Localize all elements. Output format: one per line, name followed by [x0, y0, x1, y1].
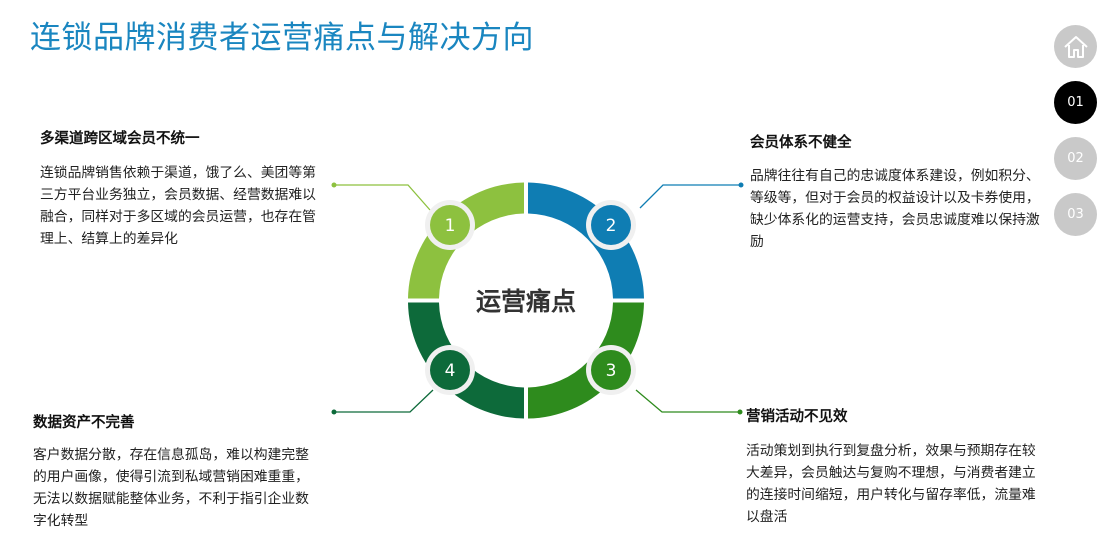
node-4: 4 — [425, 345, 475, 395]
node-2: 2 — [586, 200, 636, 250]
pain-point-1-heading: 多渠道跨区域会员不统一 — [40, 131, 200, 147]
pain-point-4: 数据资产不完善 客户数据分散，存在信息孤岛，难以构建完整的用户画像，使得引流到私… — [33, 411, 313, 532]
ring-segment-1 — [408, 182, 524, 299]
pain-point-1-body: 连锁品牌销售依赖于渠道，饿了么、美团等第三方平台业务独立，会员数据、经营数据难以… — [40, 165, 316, 247]
node-1: 1 — [425, 200, 475, 250]
connector-line-1 — [334, 184, 431, 211]
pain-point-4-body: 客户数据分散，存在信息孤岛，难以构建完整的用户画像，使得引流到私域营销困难重重，… — [33, 447, 309, 529]
connector-dot-3 — [737, 409, 743, 415]
pain-point-2: 会员体系不健全 品牌往往有自己的忠诚度体系建设，例如积分、等级等，但对于会员的权… — [750, 131, 1045, 253]
connector-line-2 — [639, 184, 741, 209]
connector-dot-2 — [738, 182, 744, 188]
ring-segment-3 — [528, 302, 644, 419]
pain-point-3-heading: 营销活动不见效 — [746, 409, 848, 425]
nav-page-01[interactable]: 01 — [1054, 81, 1097, 124]
home-icon — [1063, 35, 1088, 58]
home-button[interactable] — [1054, 25, 1097, 68]
pain-point-1: 多渠道跨区域会员不统一 连锁品牌销售依赖于渠道，饿了么、美团等第三方平台业务独立… — [40, 127, 320, 250]
node-1-label: 1 — [445, 216, 456, 236]
nav-page-02[interactable]: 02 — [1054, 137, 1097, 180]
node-3: 3 — [586, 345, 636, 395]
node-3-label: 3 — [606, 361, 617, 381]
connector-dot-4 — [331, 409, 337, 415]
connector-line-3 — [635, 389, 740, 413]
pain-point-3: 营销活动不见效 活动策划到执行到复盘分析，效果与预期存在较大差异，会员触达与复购… — [746, 405, 1044, 528]
connector-dot-1 — [331, 182, 337, 188]
ring-segment-4 — [408, 302, 524, 419]
ring-segment-2 — [528, 182, 644, 299]
nav-page-03[interactable]: 03 — [1054, 193, 1097, 236]
node-4-label: 4 — [445, 361, 456, 381]
pain-point-4-heading: 数据资产不完善 — [33, 415, 135, 431]
center-label: 运营痛点 — [476, 287, 576, 316]
pain-point-2-heading: 会员体系不健全 — [750, 135, 852, 151]
pain-point-3-body: 活动策划到执行到复盘分析，效果与预期存在较大差异，会员触达与复购不理想，与消费者… — [746, 443, 1036, 525]
pain-point-2-body: 品牌往往有自己的忠诚度体系建设，例如积分、等级等，但对于会员的权益设计以及卡券使… — [750, 168, 1040, 250]
page-title: 连锁品牌消费者运营痛点与解决方向 — [30, 20, 534, 56]
node-2-label: 2 — [606, 216, 617, 236]
connector-line-4 — [334, 389, 434, 413]
